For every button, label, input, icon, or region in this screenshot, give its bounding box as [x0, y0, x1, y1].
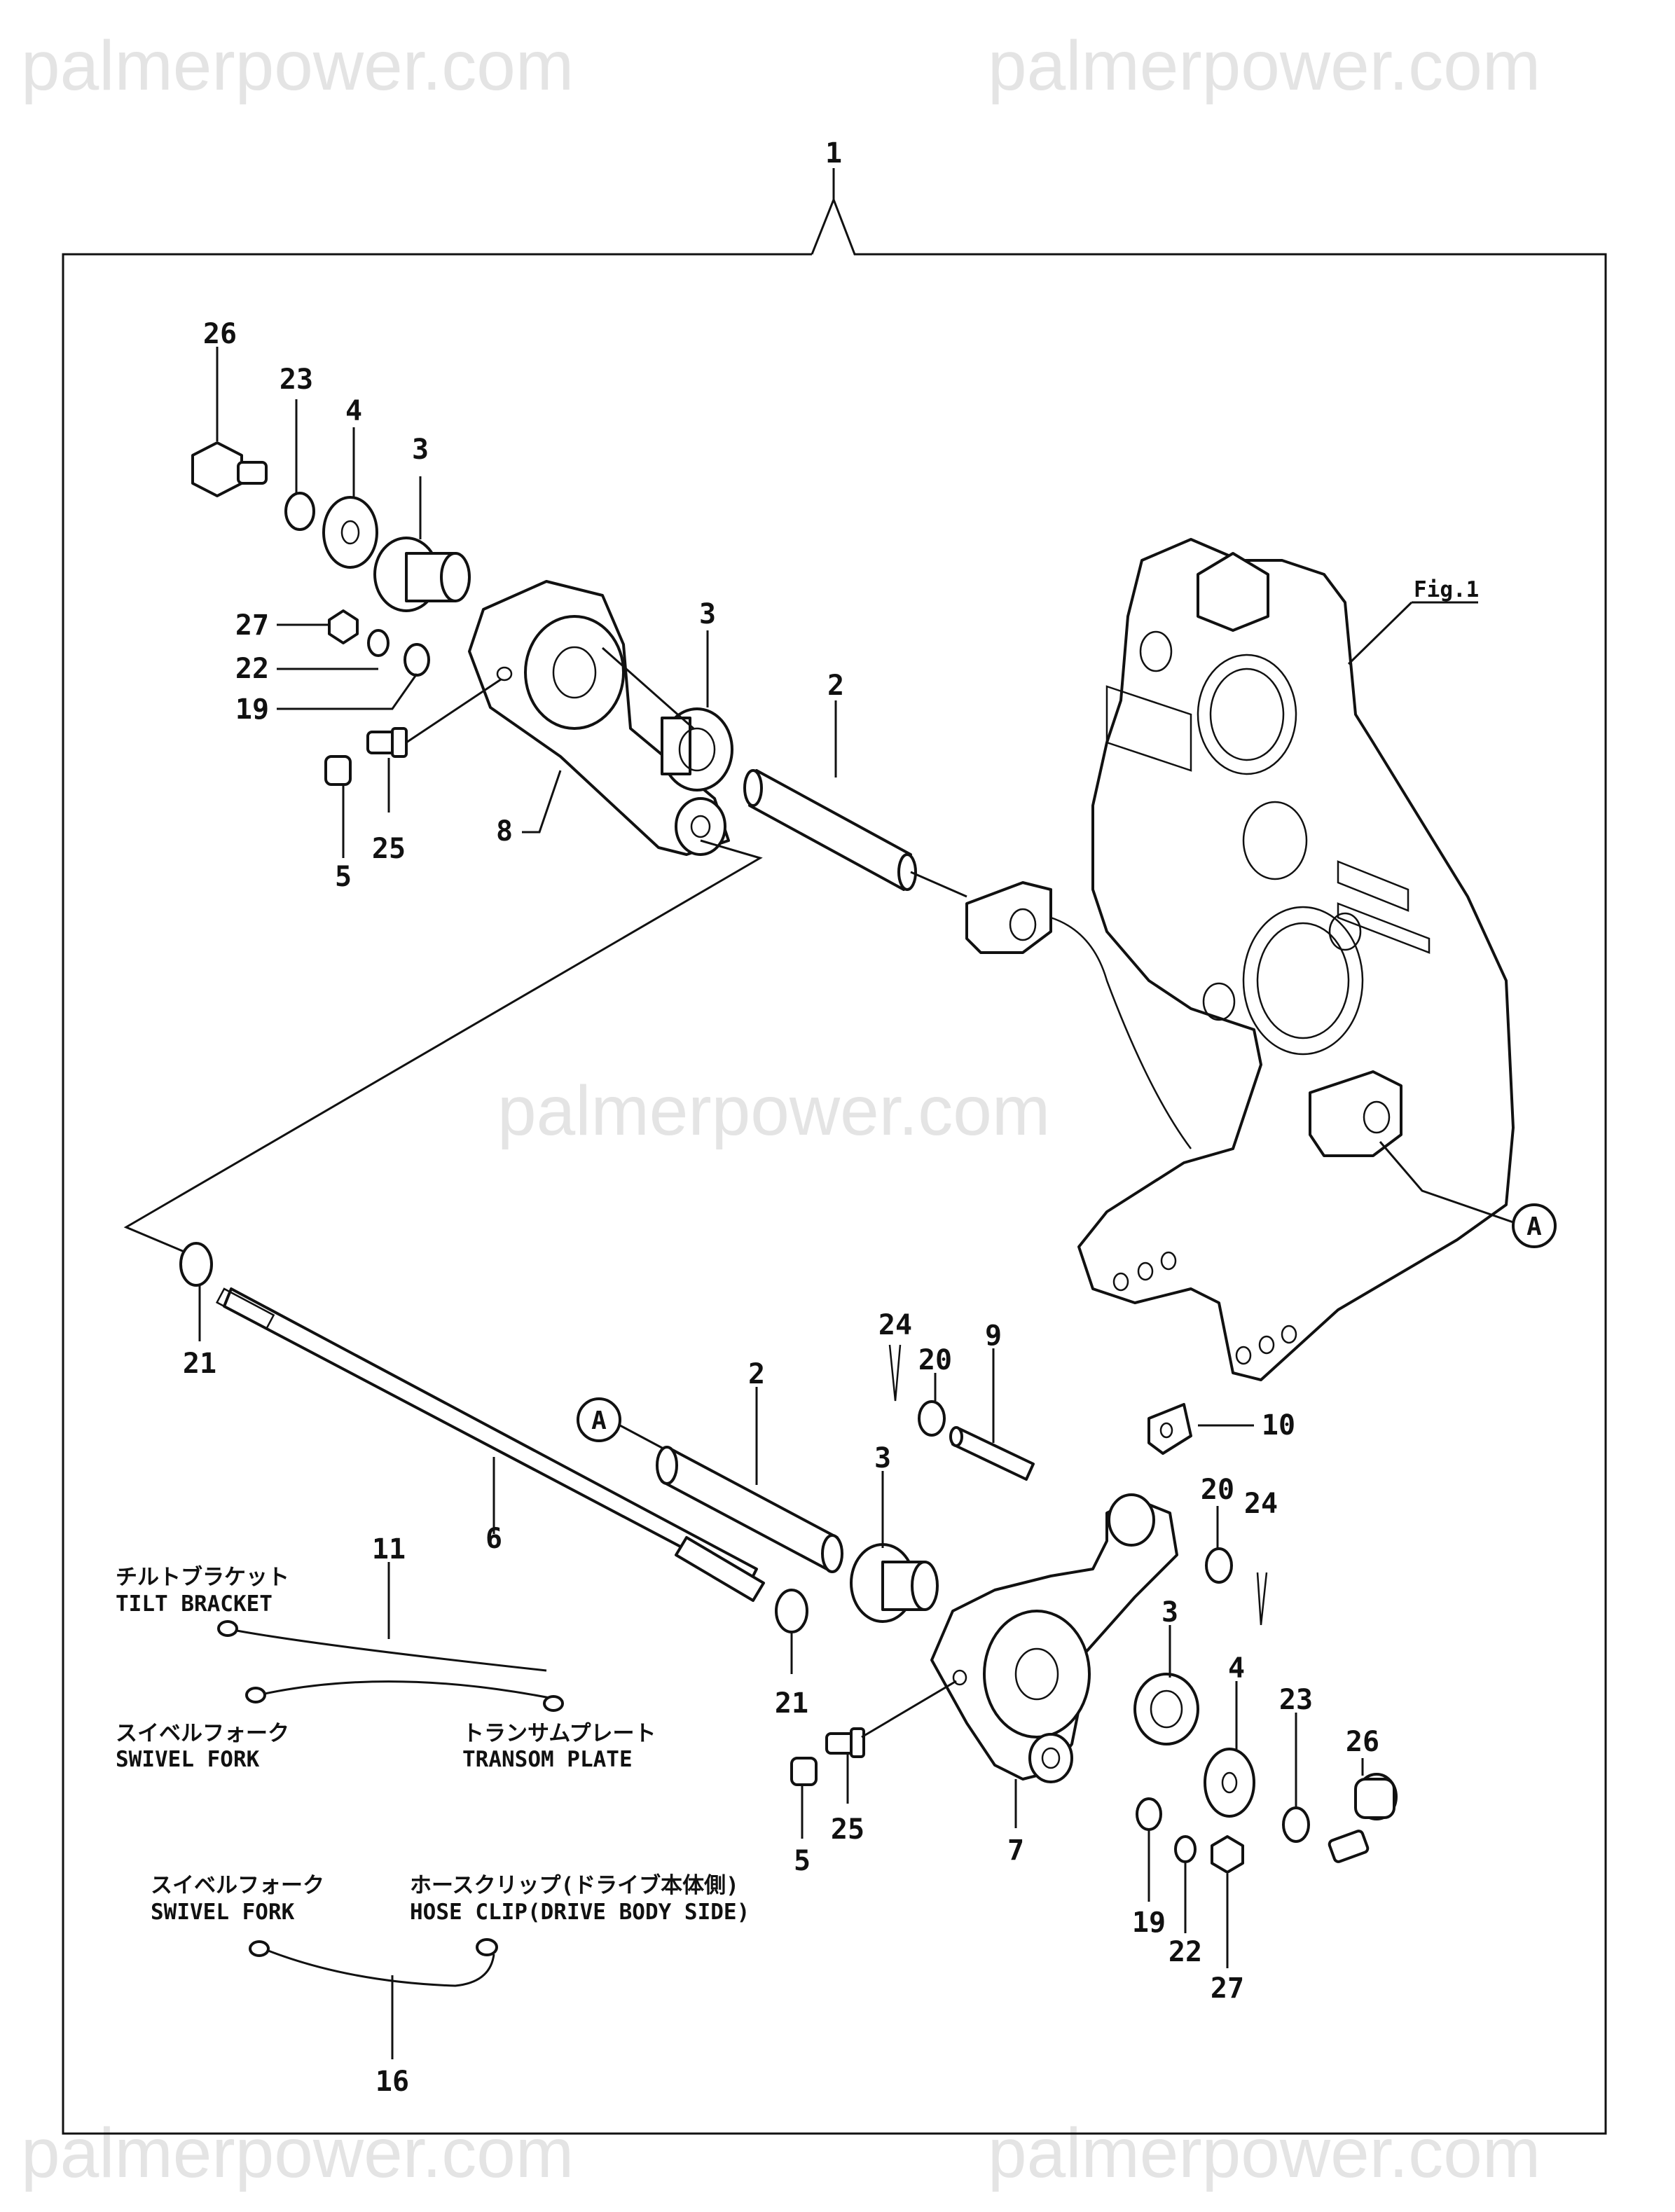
callout-20: 20 [1201, 1474, 1234, 1506]
ref-a-upper: A [1379, 1141, 1557, 1248]
svg-text:A: A [591, 1406, 607, 1435]
small-washer-bottom [1136, 1797, 1162, 1831]
svg-text:ホースクリップ(ドライブ本体側): ホースクリップ(ドライブ本体側) [410, 1873, 739, 1898]
callout-22: 22 [235, 653, 269, 685]
assembly-number: 1 [825, 137, 842, 170]
pin-bottom [656, 1446, 843, 1573]
callout-9: 9 [985, 1320, 1002, 1352]
washer-pin-b [1205, 1547, 1233, 1584]
cotter-pin-a [888, 1344, 902, 1402]
plug-top [324, 755, 352, 786]
callout-27: 27 [1211, 1972, 1244, 2005]
callout-26: 26 [1346, 1726, 1379, 1758]
callout-3: 3 [874, 1442, 891, 1474]
callout-25: 25 [372, 833, 406, 865]
washer-bottom [1204, 1748, 1255, 1818]
spring-washer-top [367, 629, 390, 657]
watermark: palmerpower.com [21, 2114, 574, 2192]
callout-10: 10 [1262, 1409, 1295, 1442]
callout-20: 20 [918, 1344, 952, 1376]
callout-3: 3 [1162, 1596, 1178, 1629]
callout-7: 7 [1007, 1834, 1024, 1867]
figure-reference: Fig.1 [1414, 577, 1479, 602]
callout-23: 23 [280, 364, 313, 396]
callout-24: 24 [1244, 1488, 1278, 1520]
bushing-top [373, 537, 471, 612]
watermark: palmerpower.com [988, 2114, 1540, 2192]
lockwasher-top [284, 492, 315, 531]
svg-text:TILT BRACKET: TILT BRACKET [116, 1591, 273, 1617]
ref-a-lower: A [577, 1397, 673, 1455]
callout-21: 21 [183, 1348, 216, 1380]
svg-text:SWIVEL FORK: SWIVEL FORK [151, 1900, 295, 1925]
callout-25: 25 [831, 1813, 864, 1846]
callout-5: 5 [794, 1845, 811, 1877]
callout-2: 2 [827, 670, 844, 702]
pin-9 [949, 1426, 1035, 1481]
callout-3: 3 [699, 598, 716, 630]
callout-4: 4 [345, 395, 362, 427]
ground-wire-16: スイベルフォーク SWIVEL FORK ホースクリップ(ドライブ本体側) HO… [151, 1873, 750, 2098]
callout-5: 5 [335, 861, 352, 893]
leader-lines-top [123, 347, 967, 1255]
washer-rod-b [775, 1589, 808, 1633]
assembly-frame: 1 [62, 137, 1607, 2135]
spring-washer-bottom [1174, 1835, 1197, 1863]
svg-text:TRANSOM PLATE: TRANSOM PLATE [462, 1747, 633, 1772]
bushing-bottom [850, 1543, 939, 1623]
bolt-top [191, 441, 268, 497]
svg-text:11: 11 [372, 1533, 406, 1565]
callout-3: 3 [412, 434, 429, 466]
callout-24: 24 [878, 1309, 912, 1341]
callout-27: 27 [235, 609, 269, 642]
nut-bottom [1211, 1835, 1244, 1874]
svg-text:16: 16 [375, 2066, 409, 2098]
callout-21: 21 [775, 1687, 808, 1720]
arm-top [468, 580, 730, 856]
watermark: palmerpower.com [988, 27, 1540, 105]
watermark: palmerpower.com [497, 1072, 1050, 1150]
callout-26: 26 [203, 318, 237, 350]
svg-text:A: A [1526, 1212, 1542, 1241]
small-washer-top [404, 643, 430, 677]
rod-6 [179, 1242, 765, 1602]
callout-6: 6 [485, 1523, 502, 1555]
bushing-bottom-b [1133, 1673, 1199, 1746]
bracket-10 [1147, 1403, 1192, 1455]
grease-nipple-bottom [825, 1727, 865, 1758]
svg-text:トランサムプレート: トランサムプレート [462, 1721, 656, 1746]
callout-19: 19 [1132, 1907, 1166, 1939]
callout-4: 4 [1228, 1652, 1245, 1685]
grease-nipple-top [366, 727, 408, 758]
transom-plate [965, 538, 1515, 1381]
svg-text:スイベルフォーク: スイベルフォーク [151, 1873, 324, 1898]
arm-7 [930, 1493, 1178, 1783]
svg-text:スイベルフォーク: スイベルフォーク [116, 1721, 289, 1746]
nut-top [328, 609, 359, 644]
watermark: palmerpower.com [21, 27, 574, 105]
callout-8: 8 [496, 815, 513, 848]
plug-bottom [790, 1757, 818, 1786]
pin-top [743, 769, 917, 891]
callout-23: 23 [1279, 1684, 1313, 1716]
svg-text:SWIVEL FORK: SWIVEL FORK [116, 1747, 260, 1772]
cotter-pin-b [1256, 1572, 1268, 1626]
svg-text:HOSE CLIP(DRIVE BODY SIDE): HOSE CLIP(DRIVE BODY SIDE) [410, 1900, 750, 1925]
washer-pin-a [918, 1400, 946, 1437]
svg-text:チルトブラケット: チルトブラケット [116, 1565, 289, 1590]
callout-19: 19 [235, 693, 269, 726]
bushing-top-b [661, 707, 733, 792]
lockwasher-bottom [1282, 1806, 1310, 1843]
bolt-bottom [1328, 1773, 1398, 1863]
callout-2: 2 [748, 1358, 765, 1390]
callout-22: 22 [1169, 1936, 1202, 1968]
ground-wire-11: チルトブラケット TILT BRACKET 11 スイベルフォーク SWIVEL… [116, 1533, 656, 1772]
washer-top [322, 496, 378, 569]
